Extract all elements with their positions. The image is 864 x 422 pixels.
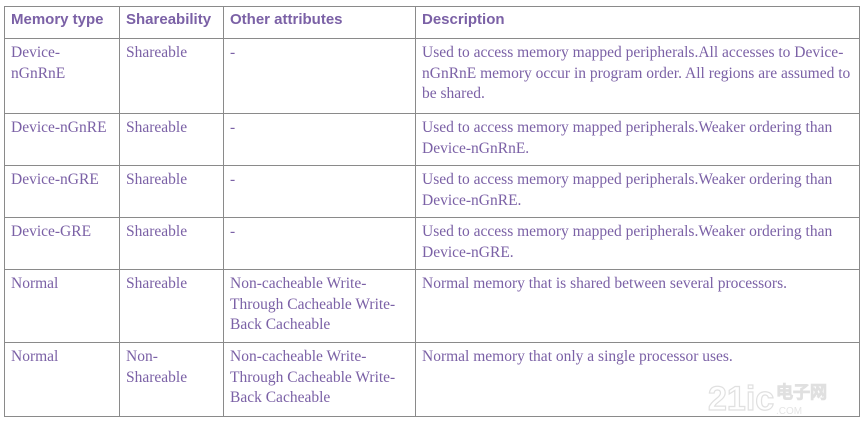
cell-description: Normal memory that only a single process…: [415, 342, 860, 417]
cell-shareability: Shareable: [119, 38, 224, 114]
cell-other-attributes: -: [223, 217, 416, 270]
cell-description: Used to access memory mapped peripherals…: [415, 38, 860, 114]
cell-memory-type: Device-nGRE: [4, 165, 120, 218]
table-row: Device-nGRE Shareable - Used to access m…: [4, 165, 860, 218]
cell-shareability: Shareable: [119, 217, 224, 270]
cell-other-attributes: -: [223, 38, 416, 114]
header-shareability: Shareability: [119, 6, 224, 39]
header-description: Description: [415, 6, 860, 39]
cell-memory-type: Device-GRE: [4, 217, 120, 270]
memory-types-table: Memory type Shareability Other attribute…: [4, 6, 860, 417]
table-header: Memory type Shareability Other attribute…: [4, 6, 860, 39]
table-row: Device-nGnRnE Shareable - Used to access…: [4, 38, 860, 114]
cell-memory-type: Normal: [4, 269, 120, 343]
cell-description: Used to access memory mapped peripherals…: [415, 165, 860, 218]
header-other-attributes: Other attributes: [223, 6, 416, 39]
memory-types-table-container: Memory type Shareability Other attribute…: [4, 6, 860, 417]
cell-description: Normal memory that is shared between sev…: [415, 269, 860, 343]
cell-shareability: Non-Shareable: [119, 342, 224, 417]
cell-description: Used to access memory mapped peripherals…: [415, 217, 860, 270]
cell-memory-type: Device-nGnRnE: [4, 38, 120, 114]
table-row: Normal Non-Shareable Non-cacheable Write…: [4, 342, 860, 417]
cell-other-attributes: -: [223, 113, 416, 166]
table-row: Device-GRE Shareable - Used to access me…: [4, 217, 860, 270]
header-memory-type: Memory type: [4, 6, 120, 39]
cell-shareability: Shareable: [119, 113, 224, 166]
cell-description: Used to access memory mapped peripherals…: [415, 113, 860, 166]
header-row: Memory type Shareability Other attribute…: [4, 6, 860, 39]
cell-memory-type: Device-nGnRE: [4, 113, 120, 166]
cell-other-attributes: Non-cacheable Write-Through Cacheable Wr…: [223, 342, 416, 417]
cell-memory-type: Normal: [4, 342, 120, 417]
table-row: Normal Shareable Non-cacheable Write-Thr…: [4, 269, 860, 343]
cell-other-attributes: -: [223, 165, 416, 218]
cell-shareability: Shareable: [119, 269, 224, 343]
cell-shareability: Shareable: [119, 165, 224, 218]
table-body: Device-nGnRnE Shareable - Used to access…: [4, 38, 860, 417]
table-row: Device-nGnRE Shareable - Used to access …: [4, 113, 860, 166]
cell-other-attributes: Non-cacheable Write-Through Cacheable Wr…: [223, 269, 416, 343]
